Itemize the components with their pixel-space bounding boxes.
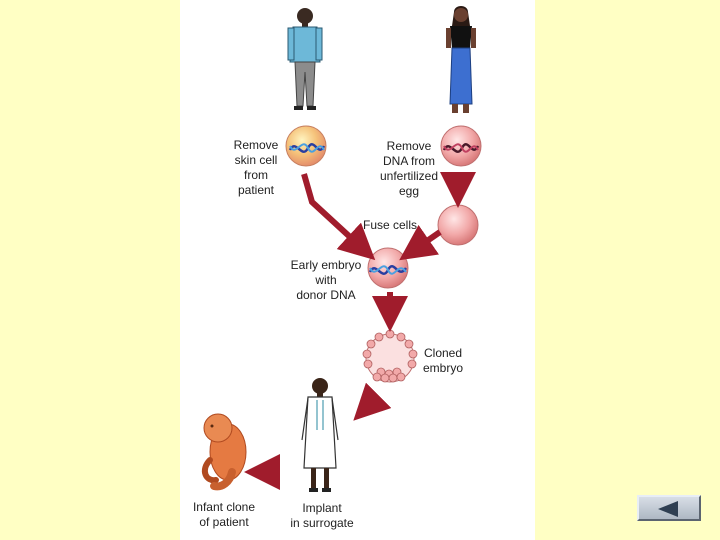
left-triangle-icon — [658, 501, 678, 517]
arrow-skin-to-embryo — [301, 173, 376, 261]
back-button[interactable] — [637, 495, 701, 521]
label-infant-clone: Infant clone of patient — [192, 500, 256, 529]
label-early-embryo: Early embryo with donor DNA — [290, 258, 362, 302]
process-arrows — [244, 172, 476, 490]
egg-donor-figure — [446, 6, 476, 113]
label-implant: Implant in surrogate — [290, 501, 354, 530]
cloned-embryo-icon — [362, 329, 418, 383]
early-embryo-icon — [367, 247, 409, 289]
egg-cell-icon — [440, 125, 482, 167]
patient-figure — [287, 8, 323, 110]
surrogate-figure — [301, 378, 339, 492]
arrow-egg-to-embryo — [399, 224, 442, 261]
label-fuse-cells: Fuse cells — [363, 218, 418, 232]
infant-icon — [201, 413, 247, 491]
enucleated-egg-icon — [437, 204, 479, 246]
skin-cell-icon — [285, 125, 327, 167]
label-remove-dna: Remove DNA from unfertilized egg — [379, 139, 439, 198]
label-remove-skin-cell: Remove skin cell from patient — [233, 138, 279, 197]
label-cloned-embryo: Cloned embryo — [422, 346, 463, 375]
arrow-cloned-to-surrogate — [353, 382, 392, 421]
